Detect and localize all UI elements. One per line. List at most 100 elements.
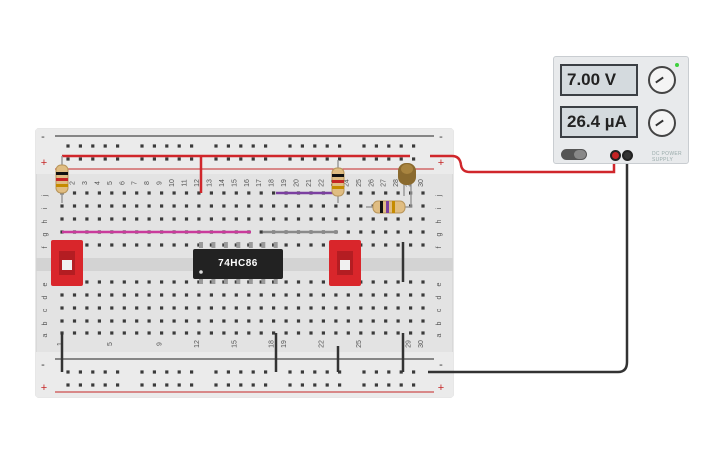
rail-hole[interactable] (91, 370, 95, 374)
rail-hole[interactable] (300, 157, 304, 161)
breadboard-hole[interactable] (321, 204, 325, 208)
breadboard-hole[interactable] (122, 243, 126, 247)
breadboard-hole[interactable] (309, 331, 313, 335)
rail-hole[interactable] (412, 370, 416, 374)
rail-hole[interactable] (251, 383, 255, 387)
breadboard-hole[interactable] (247, 319, 251, 323)
breadboard-hole[interactable] (272, 243, 276, 247)
breadboard-hole[interactable] (110, 217, 114, 221)
breadboard-hole[interactable] (147, 243, 151, 247)
breadboard-hole[interactable] (384, 306, 388, 310)
breadboard-hole[interactable] (296, 319, 301, 323)
wire-red-to-psu[interactable] (430, 154, 616, 174)
breadboard-hole[interactable] (135, 204, 139, 208)
rail-hole[interactable] (399, 383, 403, 387)
breadboard-hole[interactable] (309, 204, 313, 208)
breadboard-hole[interactable] (421, 306, 425, 310)
breadboard-hole[interactable] (371, 280, 375, 284)
breadboard-hole[interactable] (409, 319, 413, 323)
breadboard-hole[interactable] (247, 243, 251, 247)
breadboard-hole[interactable] (259, 306, 263, 310)
breadboard-hole[interactable] (122, 204, 126, 208)
rail-hole[interactable] (239, 370, 243, 374)
rail-hole[interactable] (103, 383, 107, 387)
breadboard-hole[interactable] (284, 306, 288, 310)
breadboard-hole[interactable] (110, 293, 114, 297)
breadboard-hole[interactable] (284, 293, 288, 297)
rail-hole[interactable] (338, 144, 342, 148)
breadboard-hole[interactable] (97, 217, 101, 221)
breadboard-hole[interactable] (135, 191, 139, 195)
breadboard-hole[interactable] (321, 217, 325, 221)
rail-hole[interactable] (152, 370, 156, 374)
breadboard-hole[interactable] (234, 204, 238, 208)
rail-hole[interactable] (239, 383, 243, 387)
breadboard-hole[interactable] (309, 243, 313, 247)
breadboard-hole[interactable] (259, 191, 263, 195)
breadboard-hole[interactable] (97, 243, 101, 247)
dip-switch-right[interactable] (329, 240, 361, 286)
breadboard-hole[interactable] (384, 217, 388, 221)
breadboard-hole[interactable] (72, 319, 77, 323)
breadboard-hole[interactable] (97, 331, 101, 335)
breadboard-hole[interactable] (72, 293, 77, 297)
breadboard-hole[interactable] (172, 280, 176, 284)
rail-hole[interactable] (78, 157, 82, 161)
breadboard-hole[interactable] (421, 191, 425, 195)
dip-switch-left[interactable] (51, 240, 83, 286)
breadboard-hole[interactable] (259, 280, 263, 284)
breadboard-hole[interactable] (97, 280, 101, 284)
breadboard-hole[interactable] (184, 306, 189, 310)
breadboard-hole[interactable] (284, 217, 288, 221)
breadboard-hole[interactable] (147, 319, 151, 323)
breadboard-hole[interactable] (409, 230, 413, 234)
breadboard-hole[interactable] (396, 280, 400, 284)
breadboard-hole[interactable] (184, 191, 189, 195)
breadboard-hole[interactable] (371, 331, 375, 335)
rail-hole[interactable] (387, 370, 391, 374)
breadboard-hole[interactable] (172, 319, 176, 323)
breadboard-hole[interactable] (321, 306, 325, 310)
breadboard-hole[interactable] (222, 331, 226, 335)
breadboard-hole[interactable] (259, 204, 263, 208)
rail-hole[interactable] (239, 157, 243, 161)
rail-hole[interactable] (325, 157, 329, 161)
breadboard-hole[interactable] (396, 191, 400, 195)
breadboard-hole[interactable] (209, 204, 213, 208)
breadboard-hole[interactable] (184, 293, 189, 297)
breadboard-hole[interactable] (85, 191, 89, 195)
breadboard-hole[interactable] (234, 280, 238, 284)
breadboard-hole[interactable] (97, 306, 101, 310)
breadboard-hole[interactable] (409, 293, 413, 297)
breadboard-hole[interactable] (384, 230, 388, 234)
rail-hole[interactable] (399, 144, 403, 148)
led[interactable] (398, 163, 416, 206)
breadboard-hole[interactable] (110, 306, 114, 310)
breadboard-hole[interactable] (172, 204, 176, 208)
breadboard-hole[interactable] (396, 293, 400, 297)
breadboard-hole[interactable] (421, 331, 425, 335)
breadboard-hole[interactable] (259, 293, 263, 297)
breadboard-hole[interactable] (147, 293, 151, 297)
rail-hole[interactable] (325, 370, 329, 374)
breadboard-hole[interactable] (384, 191, 388, 195)
breadboard-hole[interactable] (160, 306, 164, 310)
rail-hole[interactable] (66, 157, 70, 161)
breadboard-hole[interactable] (147, 331, 151, 335)
breadboard-hole[interactable] (85, 243, 89, 247)
rail-hole[interactable] (374, 144, 378, 148)
breadboard-hole[interactable] (346, 217, 350, 221)
rail-hole[interactable] (91, 144, 95, 148)
breadboard-hole[interactable] (421, 230, 425, 234)
breadboard-hole[interactable] (272, 217, 276, 221)
breadboard-hole[interactable] (160, 191, 164, 195)
rail-hole[interactable] (177, 383, 181, 387)
breadboard-hole[interactable] (160, 319, 164, 323)
rail-hole[interactable] (152, 157, 156, 161)
rail-hole[interactable] (374, 370, 378, 374)
breadboard-hole[interactable] (197, 191, 201, 195)
breadboard-hole[interactable] (247, 331, 251, 335)
resistor-middle[interactable] (331, 160, 345, 203)
breadboard-hole[interactable] (247, 191, 251, 195)
rail-hole[interactable] (214, 157, 218, 161)
